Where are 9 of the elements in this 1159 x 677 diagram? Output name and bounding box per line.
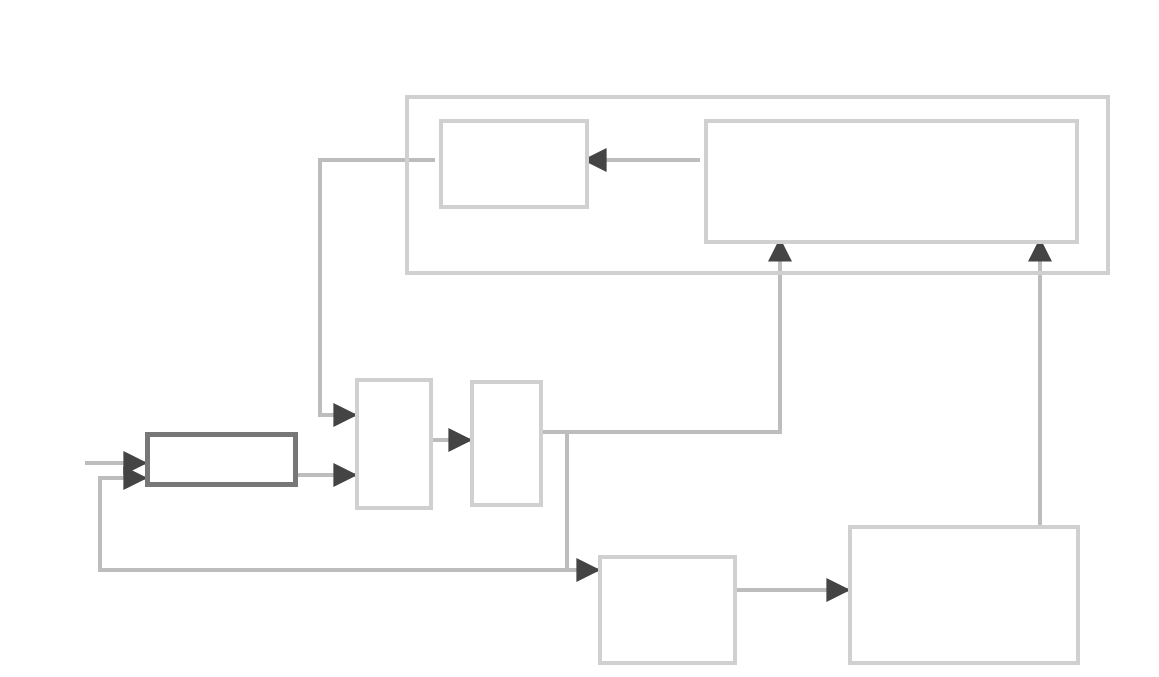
function-block	[405, 95, 1110, 275]
function-block	[704, 119, 1079, 244]
function-block	[355, 378, 433, 510]
function-block	[598, 555, 737, 665]
function-block	[848, 525, 1080, 665]
turbine-block	[145, 432, 298, 487]
function-block	[470, 380, 543, 507]
signal-line	[318, 158, 435, 427]
function-block	[439, 119, 589, 209]
